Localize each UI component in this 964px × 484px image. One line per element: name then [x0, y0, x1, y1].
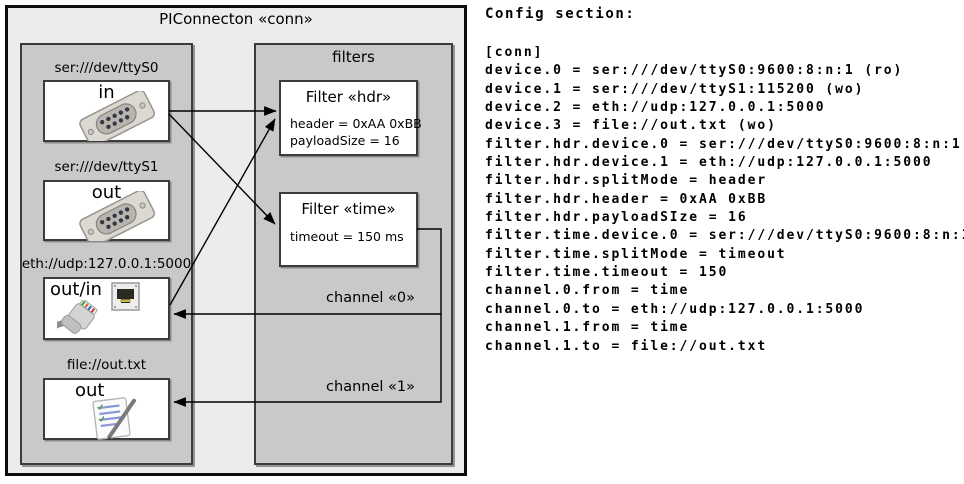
notepad-icon [92, 397, 137, 440]
ethernet-plug-icon [57, 300, 98, 335]
filter-hdr-box: Filter «hdr» header = 0xAA 0xBB payloadS… [279, 80, 422, 156]
diagram-title: PIConnecton «conn» [159, 10, 313, 28]
device-ser-ttys1-box: out [43, 180, 170, 241]
config-section: [conn] device.0 = ser:///dev/ttyS0:9600:… [485, 44, 964, 356]
config-line: filter.hdr.header = 0xAA 0xBB [485, 191, 768, 207]
filter-time-title: Filter «time» [301, 200, 396, 218]
config-line: filter.hdr.splitMode = header [485, 173, 768, 189]
config-line: device.1 = ser:///dev/ttyS1:115200 (wo) [485, 81, 865, 97]
config-line: channel.0.to = eth://udp:127.0.0.1:5000 [485, 301, 865, 317]
device-direction-label: out [75, 380, 105, 401]
serial-connector-icon [79, 191, 156, 241]
config-line: device.0 = ser:///dev/ttyS0:9600:8:n:1 (… [485, 63, 904, 79]
filters-panel-title: filters [332, 48, 375, 66]
device-direction-label: out [91, 182, 122, 203]
device-ser-ttys0-box: in [43, 80, 170, 142]
channel-0-label: channel «0» [326, 290, 415, 306]
filter-attribute: header = 0xAA 0xBB [290, 116, 422, 131]
config-line: channel.1.to = file://out.txt [485, 338, 768, 354]
config-line: filter.hdr.device.0 = ser:///dev/ttyS0:9… [485, 136, 962, 152]
filter-hdr-title: Filter «hdr» [305, 88, 392, 106]
device-eth-udp-label: eth://udp:127.0.0.1:5000 [21, 256, 192, 272]
config-line: channel.1.from = time [485, 320, 690, 336]
device-ser-ttys0-label: ser:///dev/ttyS0 [54, 60, 159, 76]
filter-attribute: timeout = 150 ms [290, 229, 404, 244]
config-line: [conn] [485, 45, 544, 60]
device-direction-label: in [98, 82, 115, 103]
config-line: filter.time.timeout = 150 [485, 265, 729, 281]
config-line: filter.hdr.payloadSIze = 16 [485, 210, 748, 226]
config-line: device.2 = eth://udp:127.0.0.1:5000 [485, 100, 826, 116]
serial-connector-icon [79, 91, 156, 141]
config-line: filter.hdr.device.1 = eth://udp:127.0.0.… [485, 155, 933, 171]
device-direction-label: out/in [50, 279, 102, 300]
device-ser-ttys1-label: ser:///dev/ttyS1 [54, 159, 159, 175]
filter-time-box: Filter «time» timeout = 150 ms [279, 192, 418, 267]
config-line: device.3 = file://out.txt (wo) [485, 118, 777, 134]
config-line: filter.time.splitMode = timeout [485, 246, 787, 262]
channel-1-label: channel «1» [326, 379, 415, 395]
ethernet-port-icon [111, 282, 140, 311]
device-file-out-label: file://out.txt [66, 357, 147, 373]
config-heading: Config section: [485, 6, 636, 22]
device-file-out-box: out [43, 378, 170, 440]
config-line: filter.time.device.0 = ser:///dev/ttyS0:… [485, 228, 964, 244]
device-eth-udp-box: out/in [43, 277, 170, 340]
config-line: channel.0.from = time [485, 283, 690, 299]
filter-attribute: payloadSize = 16 [290, 133, 400, 148]
